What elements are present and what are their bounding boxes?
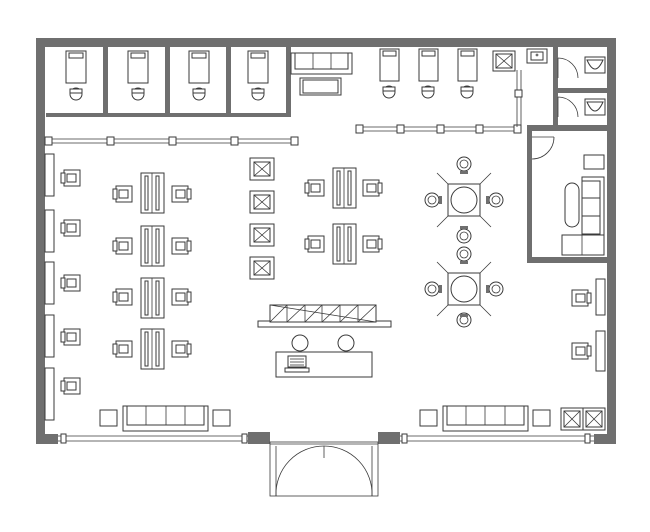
styling-chair xyxy=(571,342,592,360)
side-table xyxy=(249,190,275,214)
bay-sofa xyxy=(290,52,353,96)
treatment-bed xyxy=(247,50,269,101)
double-station xyxy=(112,328,192,370)
waiting-sofa-left xyxy=(99,405,231,432)
entrance xyxy=(269,441,379,497)
treatment-bed xyxy=(379,48,400,99)
double-station xyxy=(304,167,383,209)
treatment-area xyxy=(46,47,516,117)
waiting-sofa-right xyxy=(419,405,551,432)
double-station xyxy=(304,223,383,265)
side-tables xyxy=(249,157,275,280)
left-stations xyxy=(44,153,81,421)
treatment-bed xyxy=(457,48,478,99)
side-table xyxy=(249,223,275,247)
storage-crate xyxy=(492,50,516,72)
styling-chair xyxy=(60,219,81,237)
side-table xyxy=(249,256,275,280)
outer-walls xyxy=(36,38,616,444)
double-station xyxy=(112,277,192,319)
styling-chair xyxy=(60,377,81,395)
round-table-lower xyxy=(424,246,504,328)
treatment-bed xyxy=(127,50,149,101)
treatment-bed xyxy=(188,50,210,101)
side-table xyxy=(249,157,275,181)
styling-chair xyxy=(571,289,592,307)
styling-chair xyxy=(60,169,81,187)
partition-rail-right xyxy=(355,70,523,134)
round-table-upper xyxy=(424,156,504,244)
waiting-lounge xyxy=(527,131,607,263)
styling-chair xyxy=(60,328,81,346)
storage-crates xyxy=(560,407,606,431)
styling-chair xyxy=(60,274,81,292)
partition-rail-left xyxy=(44,136,299,146)
right-stations xyxy=(571,278,606,372)
double-stations-left xyxy=(112,172,192,370)
washroom-block xyxy=(526,47,607,131)
reception xyxy=(257,304,392,378)
treatment-bed xyxy=(418,48,439,99)
treatment-bed xyxy=(65,50,87,101)
double-station xyxy=(112,172,192,214)
double-station xyxy=(112,225,192,267)
double-stations-center xyxy=(304,167,383,265)
wall-counter xyxy=(44,153,55,421)
